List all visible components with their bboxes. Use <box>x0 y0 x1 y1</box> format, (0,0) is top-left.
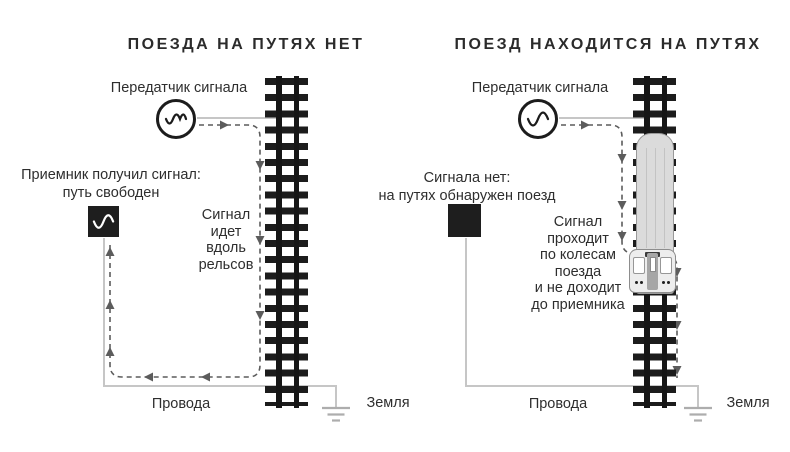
right-note-line: Сигнал <box>553 214 603 230</box>
left-wires-label: Провода <box>151 396 211 412</box>
left-receiver-status-line2: путь свободен <box>62 185 160 201</box>
right-panel-title: ПОЕЗД НАХОДИТСЯ НА ПУТЯХ <box>454 36 762 53</box>
right-signal-note: Сигнал проходит по колесам поезда и не д… <box>531 214 624 313</box>
right-ground-icon <box>684 406 712 422</box>
left-ground-label: Земля <box>366 395 410 411</box>
left-signal-note: Сигнал идет вдоль рельсов <box>199 207 254 273</box>
sine-wave-glyph-white <box>92 214 115 229</box>
train-front-door <box>647 253 658 290</box>
train-headlight <box>640 281 643 284</box>
train-door-window <box>649 257 656 272</box>
train-front-cab <box>629 249 676 293</box>
right-note-line: и не доходит <box>534 280 622 296</box>
sine-wave-glyph <box>164 113 188 125</box>
left-transmitter-label: Передатчик сигнала <box>110 80 248 96</box>
train-headlight <box>635 281 638 284</box>
left-track-rail-left <box>276 76 282 408</box>
right-wires-label: Провода <box>528 396 588 412</box>
right-note-line: по колесам <box>539 247 616 263</box>
left-panel-title: ПОЕЗДА НА ПУТЯХ НЕТ <box>127 36 365 53</box>
left-receiver-status: Приемник получил сигнал: путь свободен <box>21 166 201 202</box>
right-note-line: поезда <box>554 263 602 280</box>
receiver-no-signal-icon <box>448 204 481 237</box>
train-headlight <box>662 281 665 284</box>
right-receiver-status: Сигнала нет: на путях обнаружен поезд <box>379 169 556 205</box>
left-note-line: рельсов <box>198 256 254 273</box>
train-roof-line <box>646 148 647 248</box>
train-roof-line <box>655 148 656 248</box>
left-signal-arrows <box>105 120 265 382</box>
left-track-ties <box>265 78 308 406</box>
left-ground-icon <box>322 406 350 422</box>
left-note-line: вдоль <box>206 240 246 256</box>
train-window-left <box>633 257 645 274</box>
right-note-line: проходит <box>547 230 609 247</box>
sine-wave-glyph <box>526 111 550 127</box>
right-note-line: до приемника <box>531 296 625 313</box>
right-transmitter-label: Передатчик сигнала <box>471 80 609 96</box>
right-receiver-status-line2: на путях обнаружен поезд <box>378 188 556 204</box>
receiver-sine-wave-icon <box>88 206 119 237</box>
left-track-rail-right <box>293 76 299 408</box>
transmitter-sine-wave-icon <box>156 99 196 139</box>
right-receiver-status-line1: Сигнала нет: <box>423 170 511 186</box>
right-ground-label: Земля <box>726 395 770 411</box>
left-track <box>265 76 308 408</box>
left-receiver-status-line1: Приемник получил сигнал: <box>21 167 201 183</box>
train-roof-line <box>664 148 665 248</box>
left-note-line: идет <box>210 223 242 240</box>
left-note-line: Сигнал <box>201 207 251 223</box>
train-headlight <box>667 281 670 284</box>
transmitter-sine-wave-icon <box>518 99 558 139</box>
train-window-right <box>660 257 672 274</box>
left-signal-path <box>109 124 261 378</box>
